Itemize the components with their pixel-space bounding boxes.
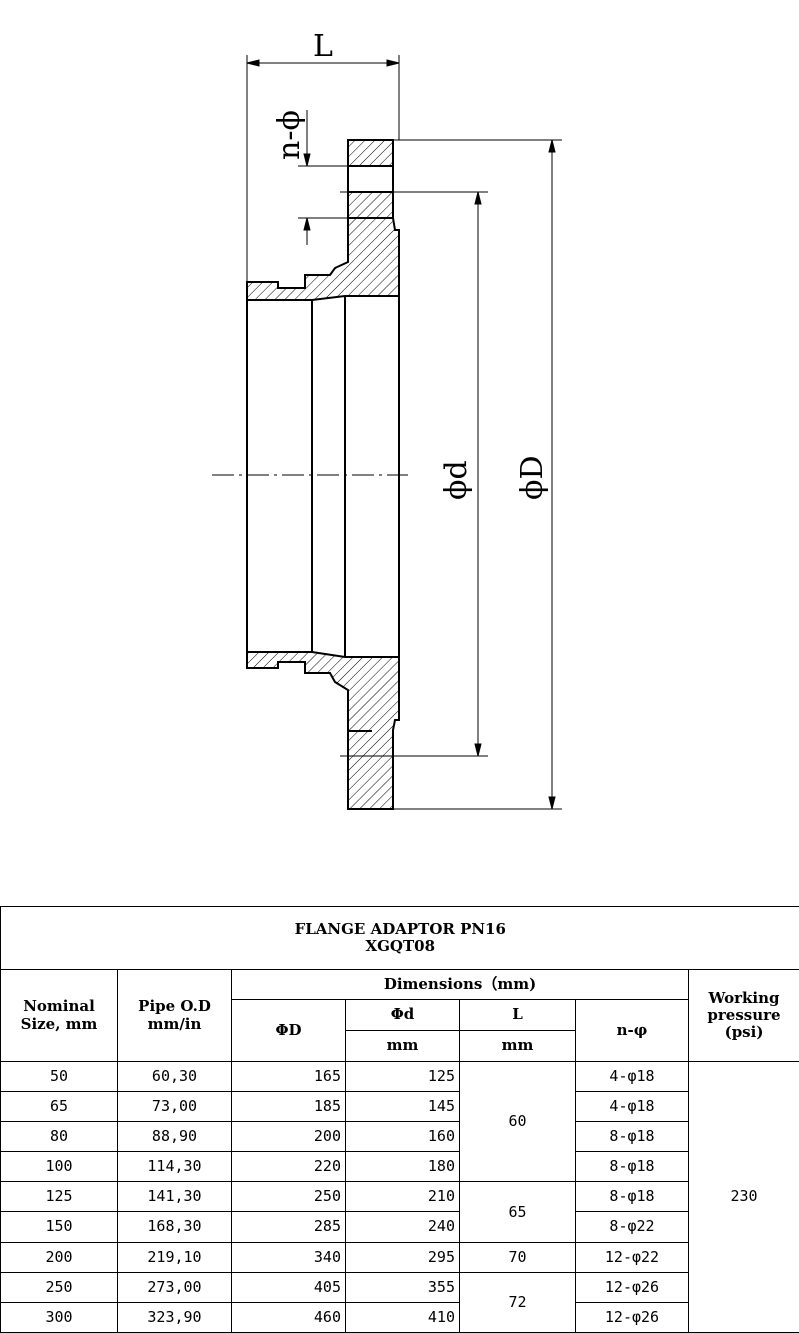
cell-L-group-4: 72 (459, 1271, 576, 1333)
header-pipe-od: Pipe O.D mm/in (117, 969, 232, 1062)
cell-pipe-od: 273,00 (117, 1271, 232, 1304)
dimension-phi-D (548, 139, 556, 810)
flange-body-lines (246, 166, 400, 809)
cell-L-group-2: 65 (459, 1181, 576, 1243)
cell-pipe-od: 168,30 (117, 1211, 232, 1243)
cell-working-pressure: 230 (687, 1060, 799, 1333)
header-L-unit: mm (459, 1029, 576, 1062)
flange-adaptor-drawing: L n-ϕ ϕd ϕD (212, 29, 562, 810)
cell-phid: 355 (345, 1271, 460, 1304)
table-title-line1: FLANGE ADAPTOR PN16 (294, 919, 506, 938)
cell-phid: 410 (345, 1302, 460, 1333)
table-row: 150 168,30 285 240 8-φ22 (0, 1211, 799, 1243)
dimension-phi-d (474, 191, 482, 757)
header-phiD: ΦD (231, 999, 346, 1062)
table-title-line2: XGQT08 (365, 937, 436, 956)
label-L: L (313, 29, 333, 64)
dimension-n-phi (303, 110, 311, 245)
table-row: 125 141,30 250 210 65 8-φ18 (0, 1181, 799, 1243)
label-n-phi: n-ϕ (272, 110, 307, 160)
cell-nominal: 50 (0, 1060, 118, 1093)
cell-L-group-3: 70 (459, 1241, 576, 1273)
cell-nominal: 80 (0, 1121, 118, 1152)
cell-phid: 210 (345, 1181, 460, 1213)
cell-phid: 180 (345, 1150, 460, 1183)
cell-n-phi: 12-φ26 (575, 1271, 689, 1304)
cell-L-group-1: 60 (459, 1060, 576, 1183)
cell-phiD: 340 (231, 1241, 346, 1273)
table-row: 300 323,90 460 410 12-φ26 (0, 1302, 799, 1333)
dimension-L (246, 59, 400, 67)
cell-phiD: 460 (231, 1302, 346, 1333)
cell-n-phi: 8-φ22 (575, 1211, 689, 1243)
flange-adaptor-spec-table: FLANGE ADAPTOR PN16 XGQT08 Nominal Size,… (0, 905, 799, 1333)
cell-n-phi: 8-φ18 (575, 1150, 689, 1183)
cell-nominal: 125 (0, 1181, 118, 1213)
cell-pipe-od: 88,90 (117, 1121, 232, 1152)
cell-phid: 145 (345, 1091, 460, 1123)
header-phid-unit: mm (345, 1029, 460, 1062)
label-phi-D: ϕD (515, 455, 550, 500)
extension-lines (246, 55, 562, 810)
table-row: 65 73,00 185 145 4-φ18 (0, 1091, 799, 1123)
cell-phiD: 405 (231, 1271, 346, 1304)
cell-n-phi: 12-φ22 (575, 1241, 689, 1273)
cell-phid: 295 (345, 1241, 460, 1273)
cell-pipe-od: 141,30 (117, 1181, 232, 1213)
cell-phiD: 200 (231, 1121, 346, 1152)
cell-phid: 160 (345, 1121, 460, 1152)
table-row: 200 219,10 340 295 70 12-φ22 (0, 1241, 799, 1273)
cell-n-phi: 8-φ18 (575, 1181, 689, 1213)
table-row: 100 114,30 220 180 8-φ18 (0, 1150, 799, 1183)
cell-nominal: 250 (0, 1271, 118, 1304)
label-phi-d: ϕd (439, 460, 474, 500)
cell-phid: 125 (345, 1060, 460, 1093)
cell-phiD: 250 (231, 1181, 346, 1213)
header-dimensions: Dimensions（mm) (231, 969, 689, 1001)
cell-n-phi: 12-φ26 (575, 1302, 689, 1333)
cell-n-phi: 4-φ18 (575, 1091, 689, 1123)
cell-phid: 240 (345, 1211, 460, 1243)
header-L: L (459, 999, 576, 1031)
table-title: FLANGE ADAPTOR PN16 XGQT08 (0, 905, 799, 971)
table-row: 50 60,30 165 125 60 4-φ18 230 (0, 1060, 799, 1333)
cell-pipe-od: 114,30 (117, 1150, 232, 1183)
cell-nominal: 65 (0, 1091, 118, 1123)
cell-n-phi: 4-φ18 (575, 1060, 689, 1093)
cell-nominal: 100 (0, 1150, 118, 1183)
cell-phiD: 220 (231, 1150, 346, 1183)
table-row: 80 88,90 200 160 8-φ18 (0, 1121, 799, 1152)
cell-pipe-od: 60,30 (117, 1060, 232, 1093)
header-working-pressure: Working pressure (psi) (687, 969, 799, 1062)
cell-n-phi: 8-φ18 (575, 1121, 689, 1152)
cell-pipe-od: 323,90 (117, 1302, 232, 1333)
header-phid: Φd (345, 999, 460, 1031)
cell-nominal: 300 (0, 1302, 118, 1333)
flange-section-bottom (246, 651, 400, 810)
cell-pipe-od: 73,00 (117, 1091, 232, 1123)
cell-phiD: 185 (231, 1091, 346, 1123)
cell-nominal: 200 (0, 1241, 118, 1273)
cell-phiD: 285 (231, 1211, 346, 1243)
flange-section-top (246, 139, 400, 301)
cell-phiD: 165 (231, 1060, 346, 1093)
table-row: 250 273,00 405 355 72 12-φ26 (0, 1271, 799, 1333)
header-n-phi: n-φ (575, 999, 689, 1062)
cell-pipe-od: 219,10 (117, 1241, 232, 1273)
header-nominal-size: Nominal Size, mm (0, 969, 118, 1062)
cell-nominal: 150 (0, 1211, 118, 1243)
